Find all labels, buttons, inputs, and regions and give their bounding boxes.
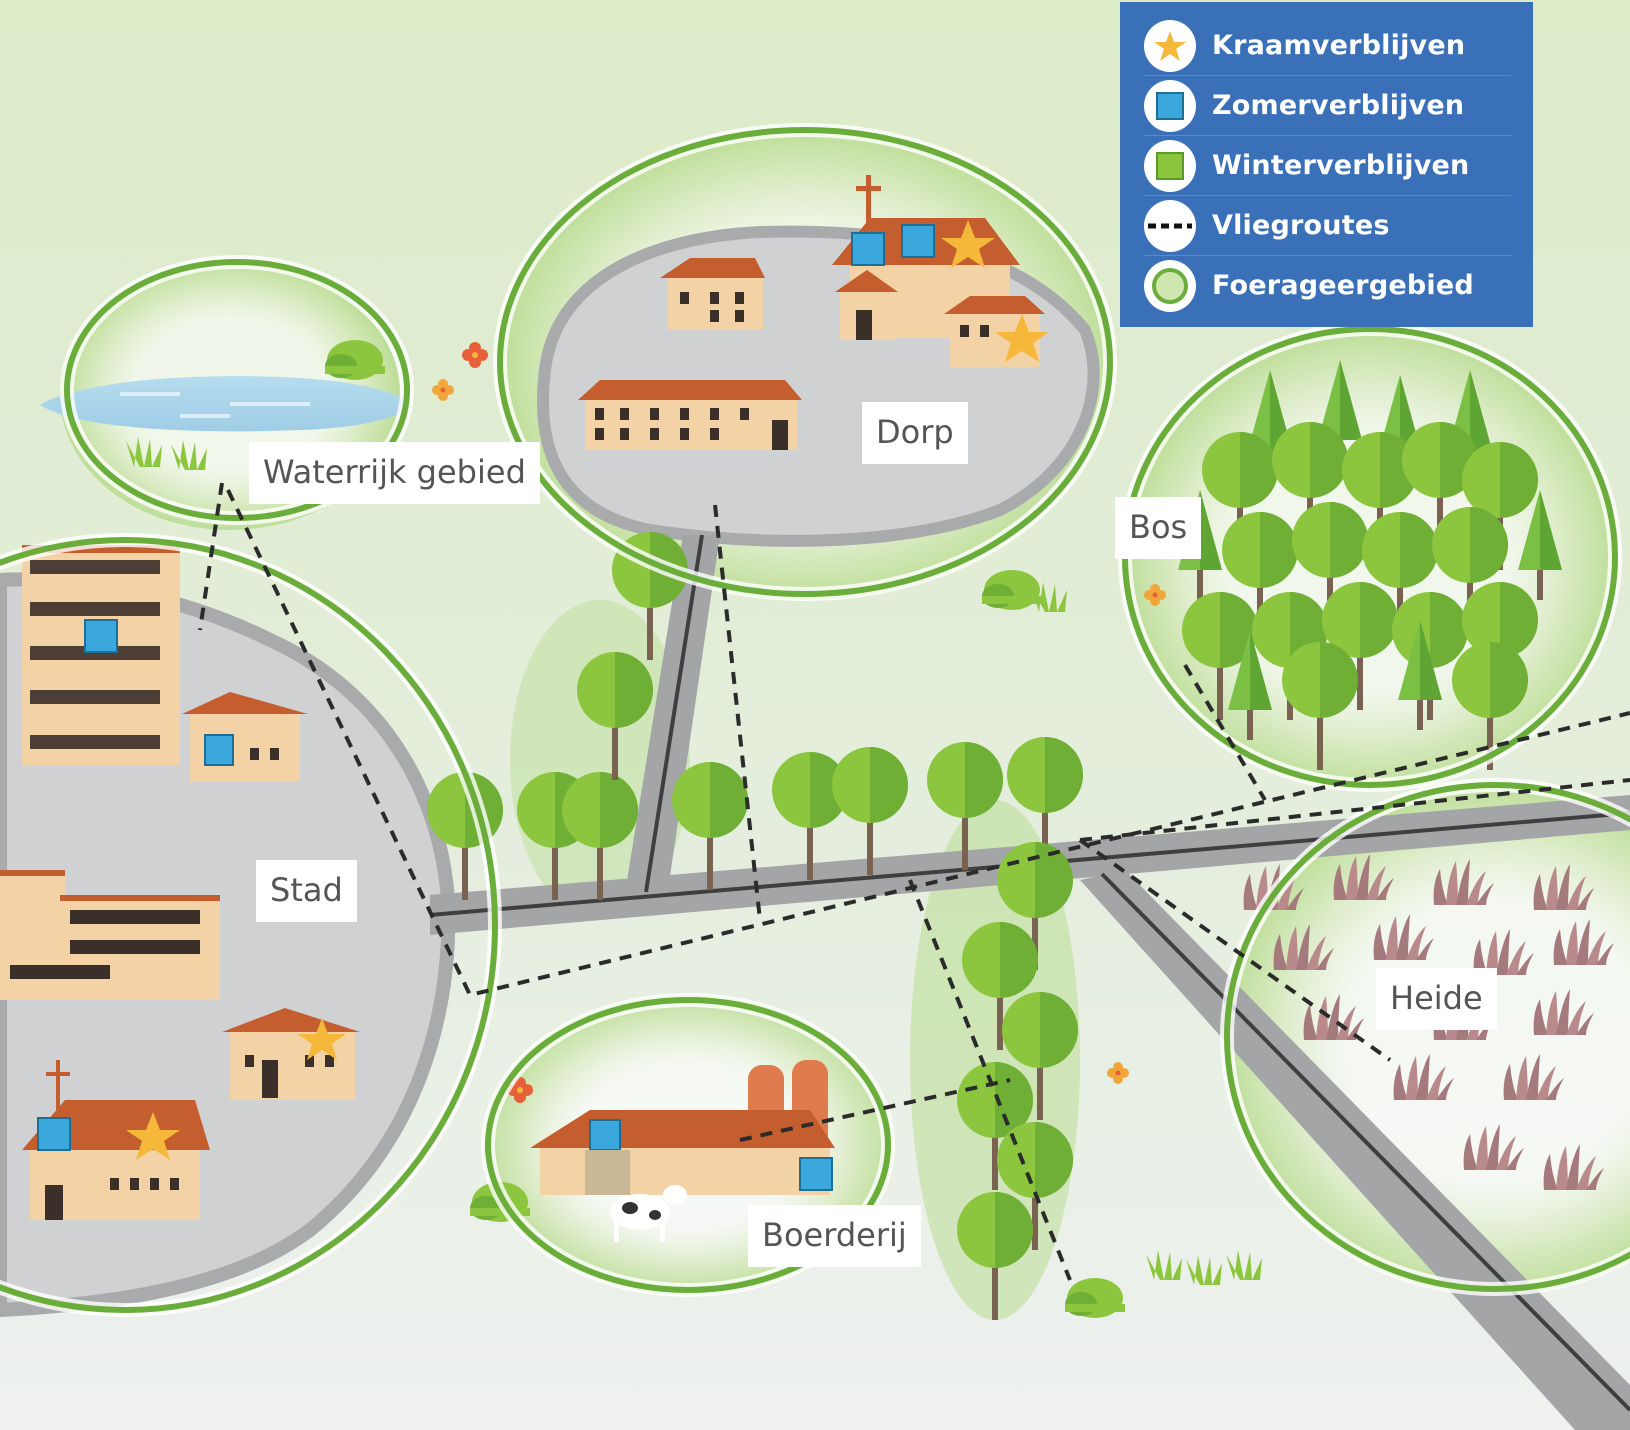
label-heide: Heide xyxy=(1376,968,1497,1030)
legend-label-vliegroutes: Vliegroutes xyxy=(1212,210,1390,241)
label-boerderij: Boerderij xyxy=(748,1205,921,1267)
label-bos: Bos xyxy=(1115,497,1202,559)
legend-label-winterverblijven: Winterverblijven xyxy=(1212,150,1470,181)
flight-routes xyxy=(198,482,1630,1281)
legend-item-winterverblijven: Winterverblijven xyxy=(1144,136,1511,196)
label-waterrijk-gebied: Waterrijk gebied xyxy=(249,442,540,504)
label-stad: Stad xyxy=(256,860,357,922)
legend-item-foerageergebied: Foerageergebied xyxy=(1144,256,1511,315)
blue-square-icon xyxy=(1144,79,1196,132)
cow-icon xyxy=(610,1185,687,1242)
foraging-rings xyxy=(0,123,1630,1317)
farm xyxy=(530,1060,835,1242)
legend-label-zomerverblijven: Zomerverblijven xyxy=(1212,90,1465,121)
green-ring-icon xyxy=(1144,259,1196,312)
legend-item-kraamverblijven: Kraamverblijven xyxy=(1144,16,1511,76)
star-icon xyxy=(1144,19,1196,72)
city-buildings xyxy=(0,545,360,1220)
village-buildings xyxy=(578,175,1049,450)
green-square-icon xyxy=(1144,139,1196,192)
lake xyxy=(40,340,412,470)
dashed-line-icon xyxy=(1144,199,1196,252)
legend-item-zomerverblijven: Zomerverblijven xyxy=(1144,76,1511,136)
label-dorp: Dorp xyxy=(862,402,968,464)
map-legend: Kraamverblijven Zomerverblijven Winterve… xyxy=(1120,2,1533,327)
legend-label-kraamverblijven: Kraamverblijven xyxy=(1212,30,1466,61)
legend-label-foerageergebied: Foerageergebied xyxy=(1212,270,1474,301)
legend-item-vliegroutes: Vliegroutes xyxy=(1144,196,1511,256)
